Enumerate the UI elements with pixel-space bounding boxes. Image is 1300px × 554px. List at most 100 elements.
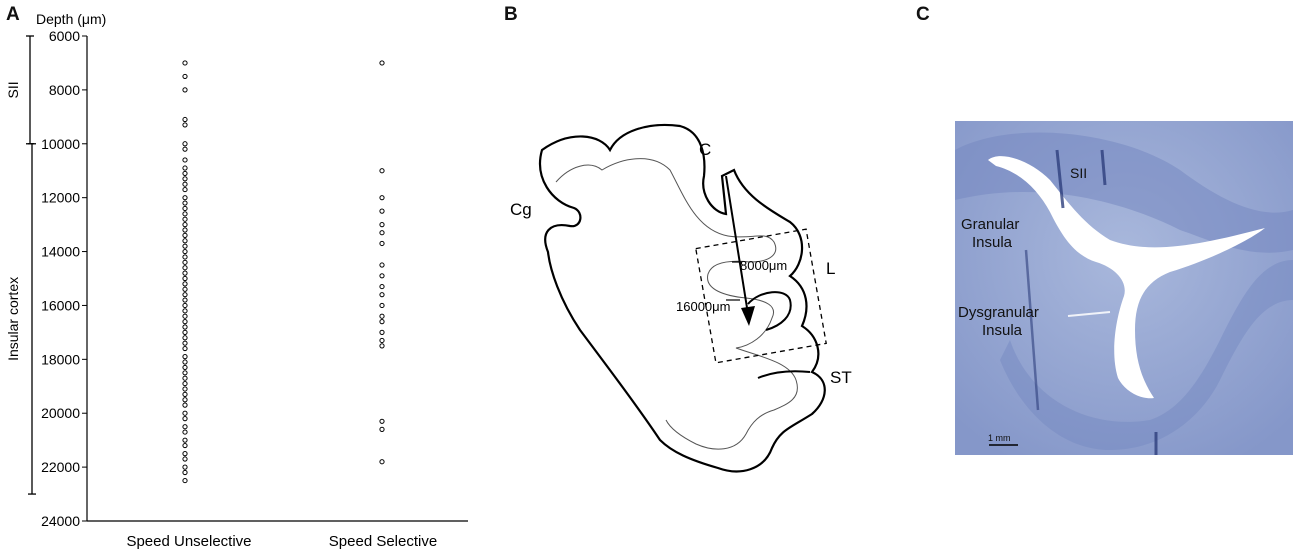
data-point xyxy=(182,437,188,443)
data-point xyxy=(379,208,385,214)
data-point xyxy=(379,302,385,309)
region-bracket-label: SII xyxy=(5,81,21,98)
sulcus-curl xyxy=(747,291,792,331)
label-l: L xyxy=(826,259,835,278)
y-tick-label: 12000 xyxy=(41,190,80,206)
data-point xyxy=(379,195,385,201)
dark-stripe-3 xyxy=(1024,249,1040,411)
data-point xyxy=(182,222,188,228)
data-point xyxy=(182,87,188,93)
data-point xyxy=(182,157,188,163)
electrode-track-arrowhead xyxy=(741,306,755,326)
coronal-section-schematic: C Cg L ST 8000μm 16000μm xyxy=(510,123,852,473)
data-point xyxy=(182,329,188,335)
x-tick-label: Speed Selective xyxy=(329,533,437,550)
data-point xyxy=(379,313,385,319)
dark-stripe-2 xyxy=(1100,149,1107,186)
data-point xyxy=(182,232,188,238)
data-point xyxy=(182,416,188,422)
data-point xyxy=(379,262,385,268)
data-point xyxy=(182,364,188,371)
data-point xyxy=(182,248,188,255)
data-point xyxy=(182,335,188,341)
data-point xyxy=(182,211,188,217)
st-sulcus xyxy=(757,370,811,379)
gray-matter-band-lower xyxy=(1000,260,1293,450)
data-point xyxy=(182,375,188,381)
y-tick-label: 14000 xyxy=(41,244,80,260)
data-point xyxy=(182,451,188,457)
panel-c-letter: C xyxy=(916,4,930,25)
data-point xyxy=(182,176,188,182)
region-bracket-label: Insular cortex xyxy=(5,277,21,361)
data-point xyxy=(182,302,188,309)
data-point xyxy=(379,343,385,349)
data-point xyxy=(182,456,188,462)
data-point xyxy=(379,319,385,325)
data-point xyxy=(182,227,188,233)
y-tick-label: 24000 xyxy=(41,513,80,529)
label-c: C xyxy=(699,140,711,159)
label-sii: SII xyxy=(1070,165,1087,181)
scale-bar-label: 1 mm xyxy=(988,433,1011,443)
y-tick-label: 22000 xyxy=(41,459,80,475)
label-granular-line2: Insula xyxy=(972,234,1013,251)
data-point xyxy=(182,141,188,147)
data-point xyxy=(182,469,188,476)
region-bracket-group: SII Insular cortex xyxy=(5,35,36,495)
y-tick-label: 10000 xyxy=(41,136,80,152)
y-tick-label: 8000 xyxy=(49,82,80,98)
data-point xyxy=(182,397,188,403)
white-cleft xyxy=(988,156,1265,399)
data-point xyxy=(182,254,188,260)
outer-cortex-outline xyxy=(539,123,826,473)
label-granular-line1: Granular xyxy=(961,216,1019,233)
data-point xyxy=(379,283,385,290)
data-point xyxy=(182,324,188,330)
data-point-group xyxy=(182,60,385,484)
data-point xyxy=(379,337,385,344)
gray-matter-band-upper xyxy=(955,132,1293,253)
y-tick-label: 16000 xyxy=(41,297,80,313)
y-tick-label: 6000 xyxy=(49,28,80,44)
label-depth-8000: 8000μm xyxy=(740,258,787,273)
data-point xyxy=(182,345,188,352)
data-point xyxy=(379,329,385,335)
data-point xyxy=(182,116,188,123)
data-point xyxy=(182,402,188,408)
data-point xyxy=(182,370,188,376)
y-tick-group: 6000800010000120001400016000180002000022… xyxy=(41,28,87,529)
data-point xyxy=(182,429,188,435)
data-point xyxy=(182,340,188,346)
data-point xyxy=(182,243,188,249)
panel-b-letter: B xyxy=(504,4,518,25)
data-point xyxy=(182,170,188,177)
data-point xyxy=(182,380,188,387)
data-point xyxy=(182,205,188,212)
y-axis-title: Depth (μm) xyxy=(36,11,106,27)
y-tick-label: 20000 xyxy=(41,405,80,421)
label-cg: Cg xyxy=(510,200,532,219)
data-point xyxy=(182,238,188,244)
dark-stripe-1 xyxy=(1055,149,1065,209)
data-point xyxy=(182,386,188,392)
label-dysgranular-line2: Insula xyxy=(982,322,1023,339)
label-depth-16000: 16000μm xyxy=(676,299,730,314)
label-st: ST xyxy=(830,368,852,387)
region-of-interest-box xyxy=(695,228,827,364)
data-point xyxy=(182,259,188,265)
white-streak xyxy=(1067,311,1111,317)
data-point xyxy=(182,60,188,66)
data-point xyxy=(379,240,385,247)
data-point xyxy=(182,359,188,365)
data-point xyxy=(182,186,188,193)
data-point xyxy=(182,165,188,171)
panel-a-letter: A xyxy=(6,4,20,25)
data-point xyxy=(182,292,188,298)
data-point xyxy=(379,292,385,298)
data-point xyxy=(182,270,188,276)
data-point xyxy=(379,273,385,279)
data-point xyxy=(182,319,188,325)
data-point xyxy=(182,477,188,484)
